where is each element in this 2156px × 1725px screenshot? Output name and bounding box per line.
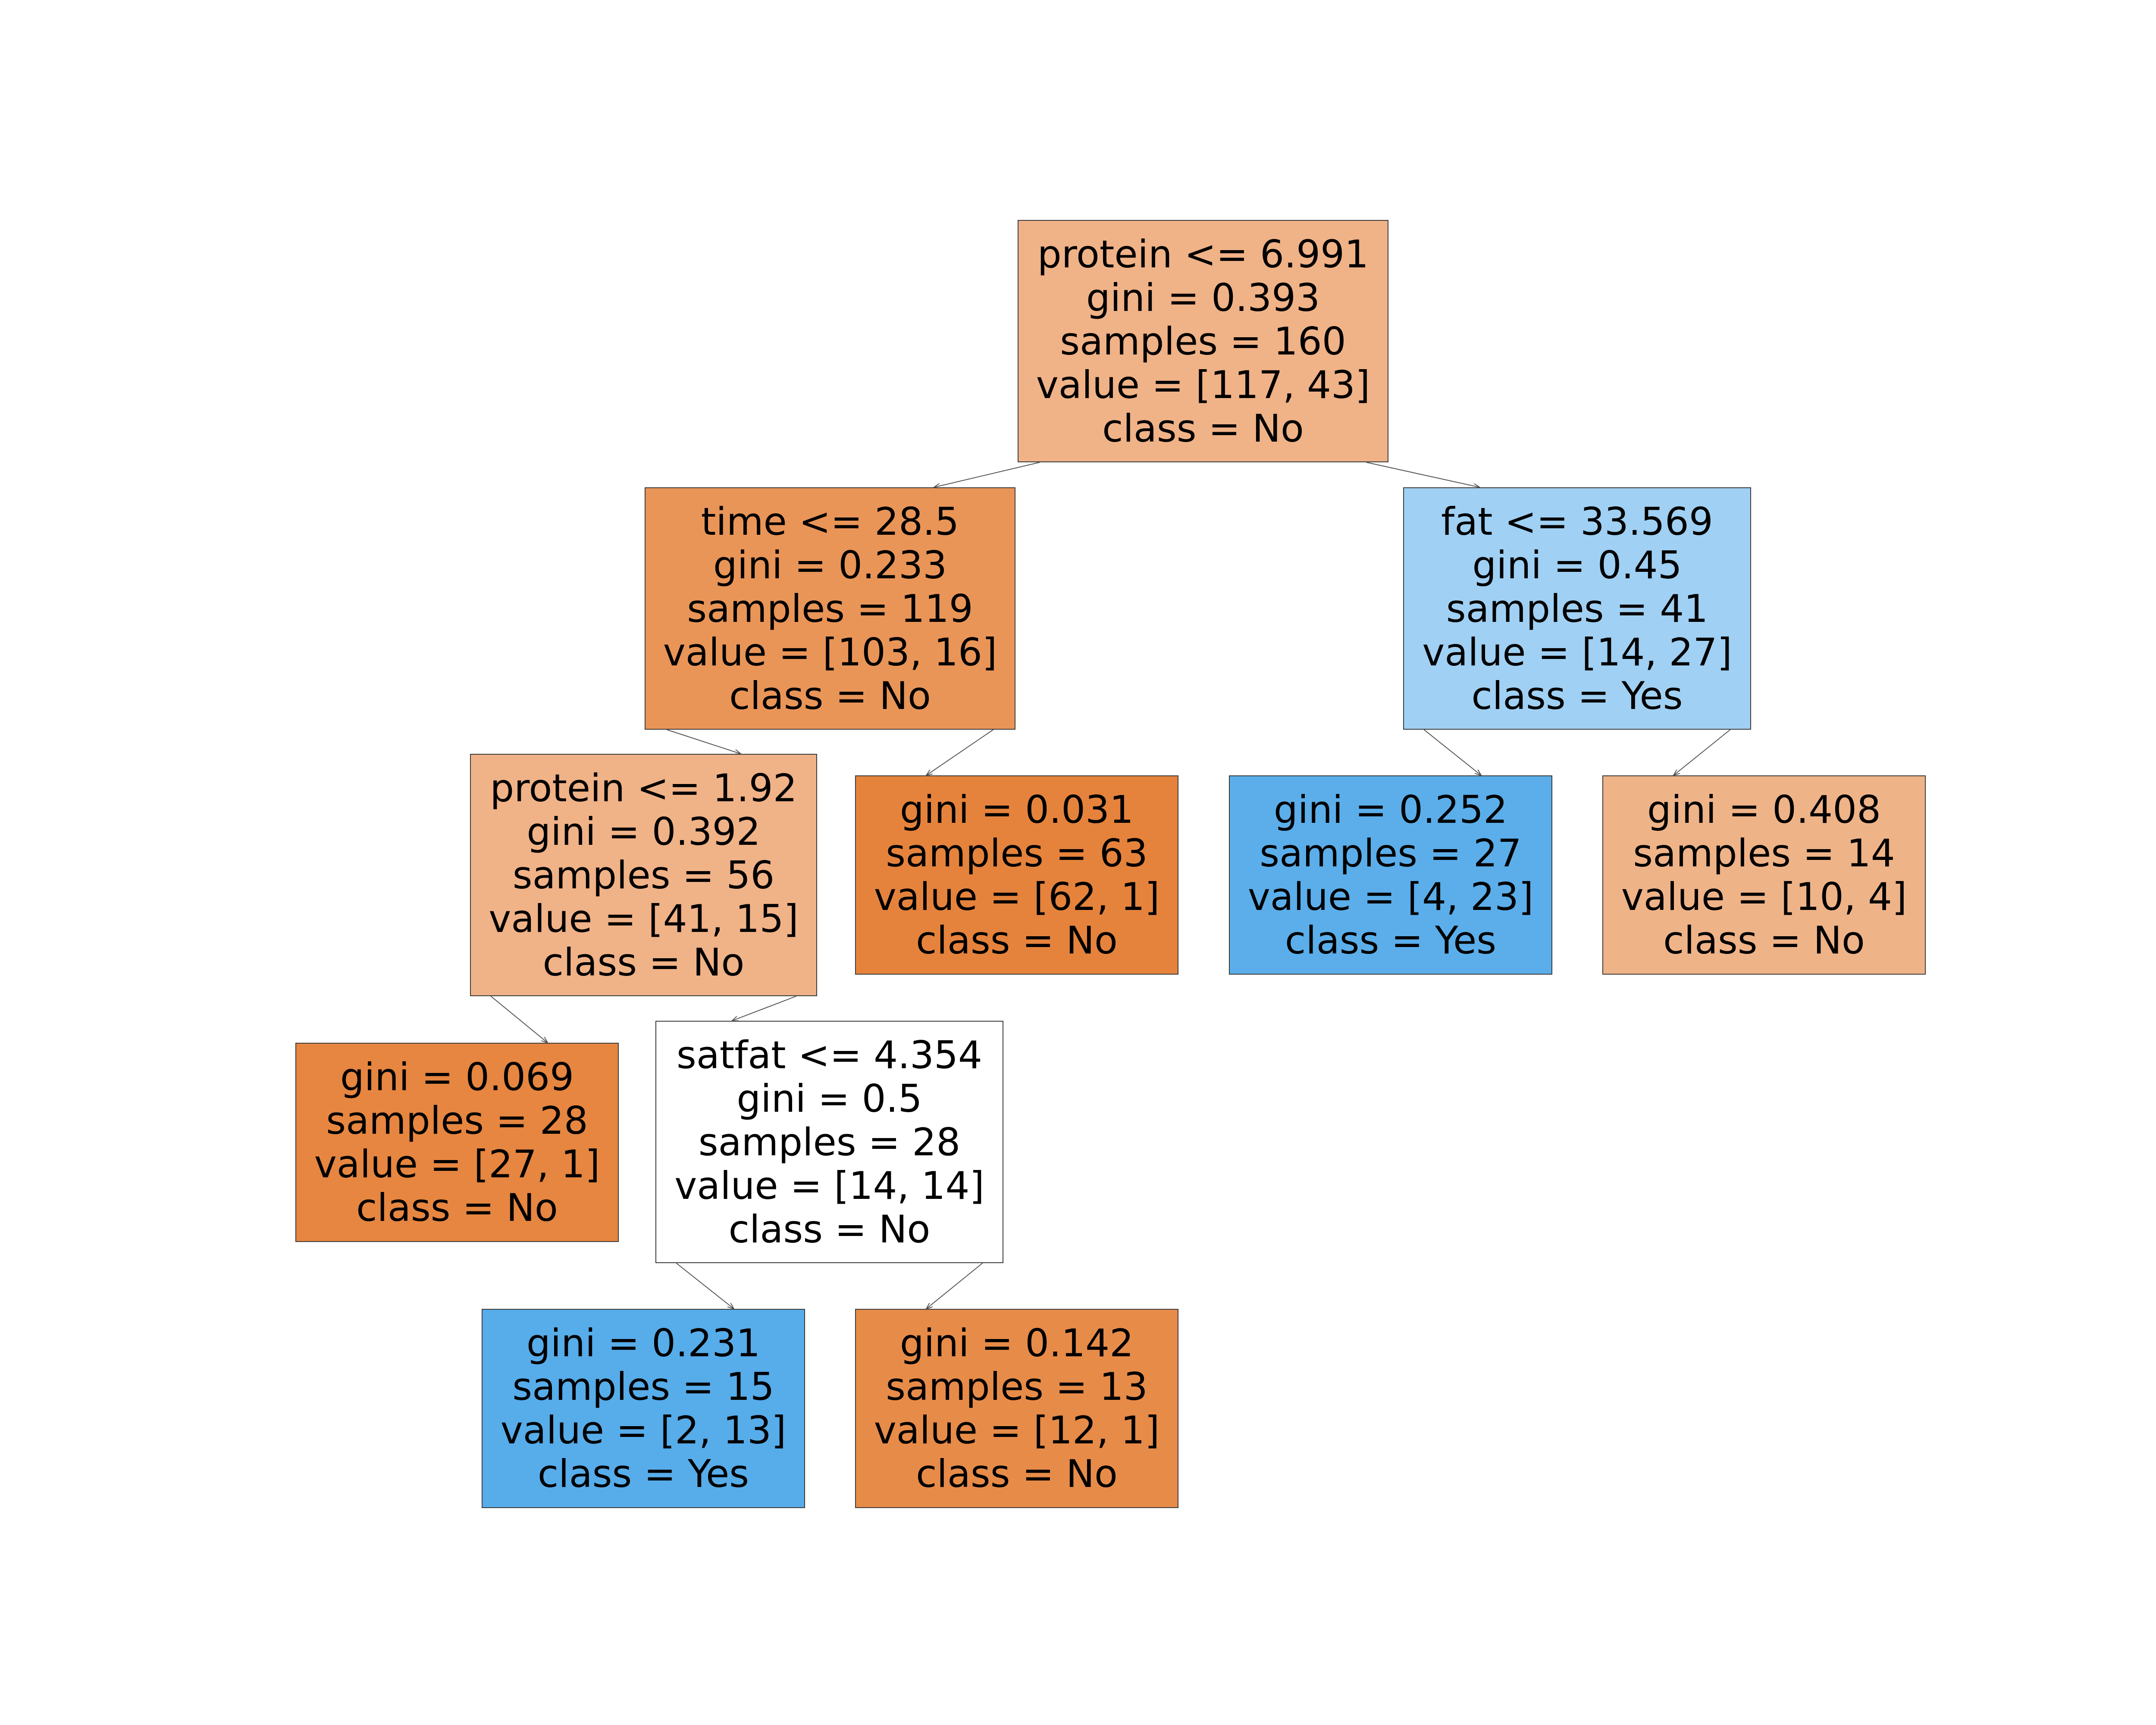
node-gini: gini = 0.252 [1273,787,1508,832]
tree-edge-arrow [1366,462,1479,487]
node-split: satfat <= 4.354 [676,1032,983,1077]
tree-edge-arrow [934,462,1040,487]
tree-node-root: protein <= 6.991 gini = 0.393 samples = … [1018,220,1388,462]
node-class: class = No [916,918,1118,963]
node-class: class = Yes [1285,918,1497,963]
node-class: class = No [1663,918,1865,963]
tree-edge-arrow [1673,729,1731,775]
node-samples: samples = 160 [1060,319,1346,364]
node-gini: gini = 0.45 [1472,543,1682,587]
node-split: fat <= 33.569 [1441,499,1713,544]
node-class: class = No [729,673,931,718]
node-samples: samples = 28 [326,1098,588,1143]
node-value: value = [4, 23] [1247,875,1534,919]
node-samples: samples = 41 [1446,586,1708,631]
node-samples: samples = 15 [512,1364,774,1409]
node-value: value = [12, 1] [874,1408,1160,1452]
node-value: value = [10, 4] [1621,875,1907,919]
node-samples: samples = 56 [512,853,775,897]
node-gini: gini = 0.233 [713,543,947,587]
node-value: value = [27, 1] [314,1142,600,1186]
tree-edge-arrow [926,729,993,775]
tree-edge-arrow [676,1263,734,1309]
node-value: value = [14, 14] [674,1163,984,1208]
tree-edge-arrow [490,996,548,1043]
tree-leaf: gini = 0.252 samples = 27 value = [4, 23… [1229,775,1552,975]
node-gini: gini = 0.408 [1647,787,1881,832]
node-value: value = [41, 15] [489,896,799,941]
tree-node-time-split: time <= 28.5 gini = 0.233 samples = 119 … [645,487,1015,730]
node-gini: gini = 0.5 [736,1076,922,1121]
tree-node-protein-split: protein <= 1.92 gini = 0.392 samples = 5… [470,754,817,996]
tree-node-fat-split: fat <= 33.569 gini = 0.45 samples = 41 v… [1403,487,1751,730]
node-gini: gini = 0.231 [526,1321,761,1365]
tree-leaf: gini = 0.069 samples = 28 value = [27, 1… [295,1043,619,1242]
node-value: value = [103, 16] [663,630,997,674]
node-gini: gini = 0.393 [1086,275,1320,320]
tree-leaf: gini = 0.142 samples = 13 value = [12, 1… [855,1309,1178,1508]
node-gini: gini = 0.392 [526,809,761,854]
node-samples: samples = 28 [698,1120,961,1164]
node-gini: gini = 0.142 [899,1321,1134,1365]
node-samples: samples = 27 [1260,831,1522,875]
tree-edge-arrow [667,729,741,754]
node-split: protein <= 1.92 [490,765,797,810]
node-split: time <= 28.5 [701,499,959,544]
node-class: class = No [916,1452,1118,1496]
node-value: value = [2, 13] [500,1408,787,1452]
node-samples: samples = 14 [1633,831,1895,875]
tree-edge-arrow [732,996,797,1021]
tree-leaf: gini = 0.031 samples = 63 value = [62, 1… [855,775,1178,975]
node-split: protein <= 6.991 [1037,232,1369,276]
node-class: class = No [728,1207,931,1251]
tree-edge-arrow [926,1263,983,1309]
node-class: class = Yes [537,1452,749,1496]
node-gini: gini = 0.069 [340,1055,574,1099]
node-value: value = [14, 27] [1422,630,1732,674]
tree-leaf: gini = 0.408 samples = 14 value = [10, 4… [1602,775,1926,975]
node-samples: samples = 63 [886,831,1148,875]
tree-leaf: gini = 0.231 samples = 15 value = [2, 13… [482,1309,805,1508]
node-samples: samples = 13 [886,1364,1148,1409]
node-samples: samples = 119 [687,586,973,631]
tree-edge-arrow [1423,729,1481,775]
node-class: class = No [356,1186,558,1230]
tree-node-satfat-split: satfat <= 4.354 gini = 0.5 samples = 28 … [655,1021,1003,1263]
node-class: class = No [1102,406,1304,451]
node-class: class = No [542,940,745,985]
node-class: class = Yes [1471,673,1683,718]
node-value: value = [62, 1] [874,875,1160,919]
node-value: value = [117, 43] [1036,362,1370,407]
node-gini: gini = 0.031 [899,787,1134,832]
